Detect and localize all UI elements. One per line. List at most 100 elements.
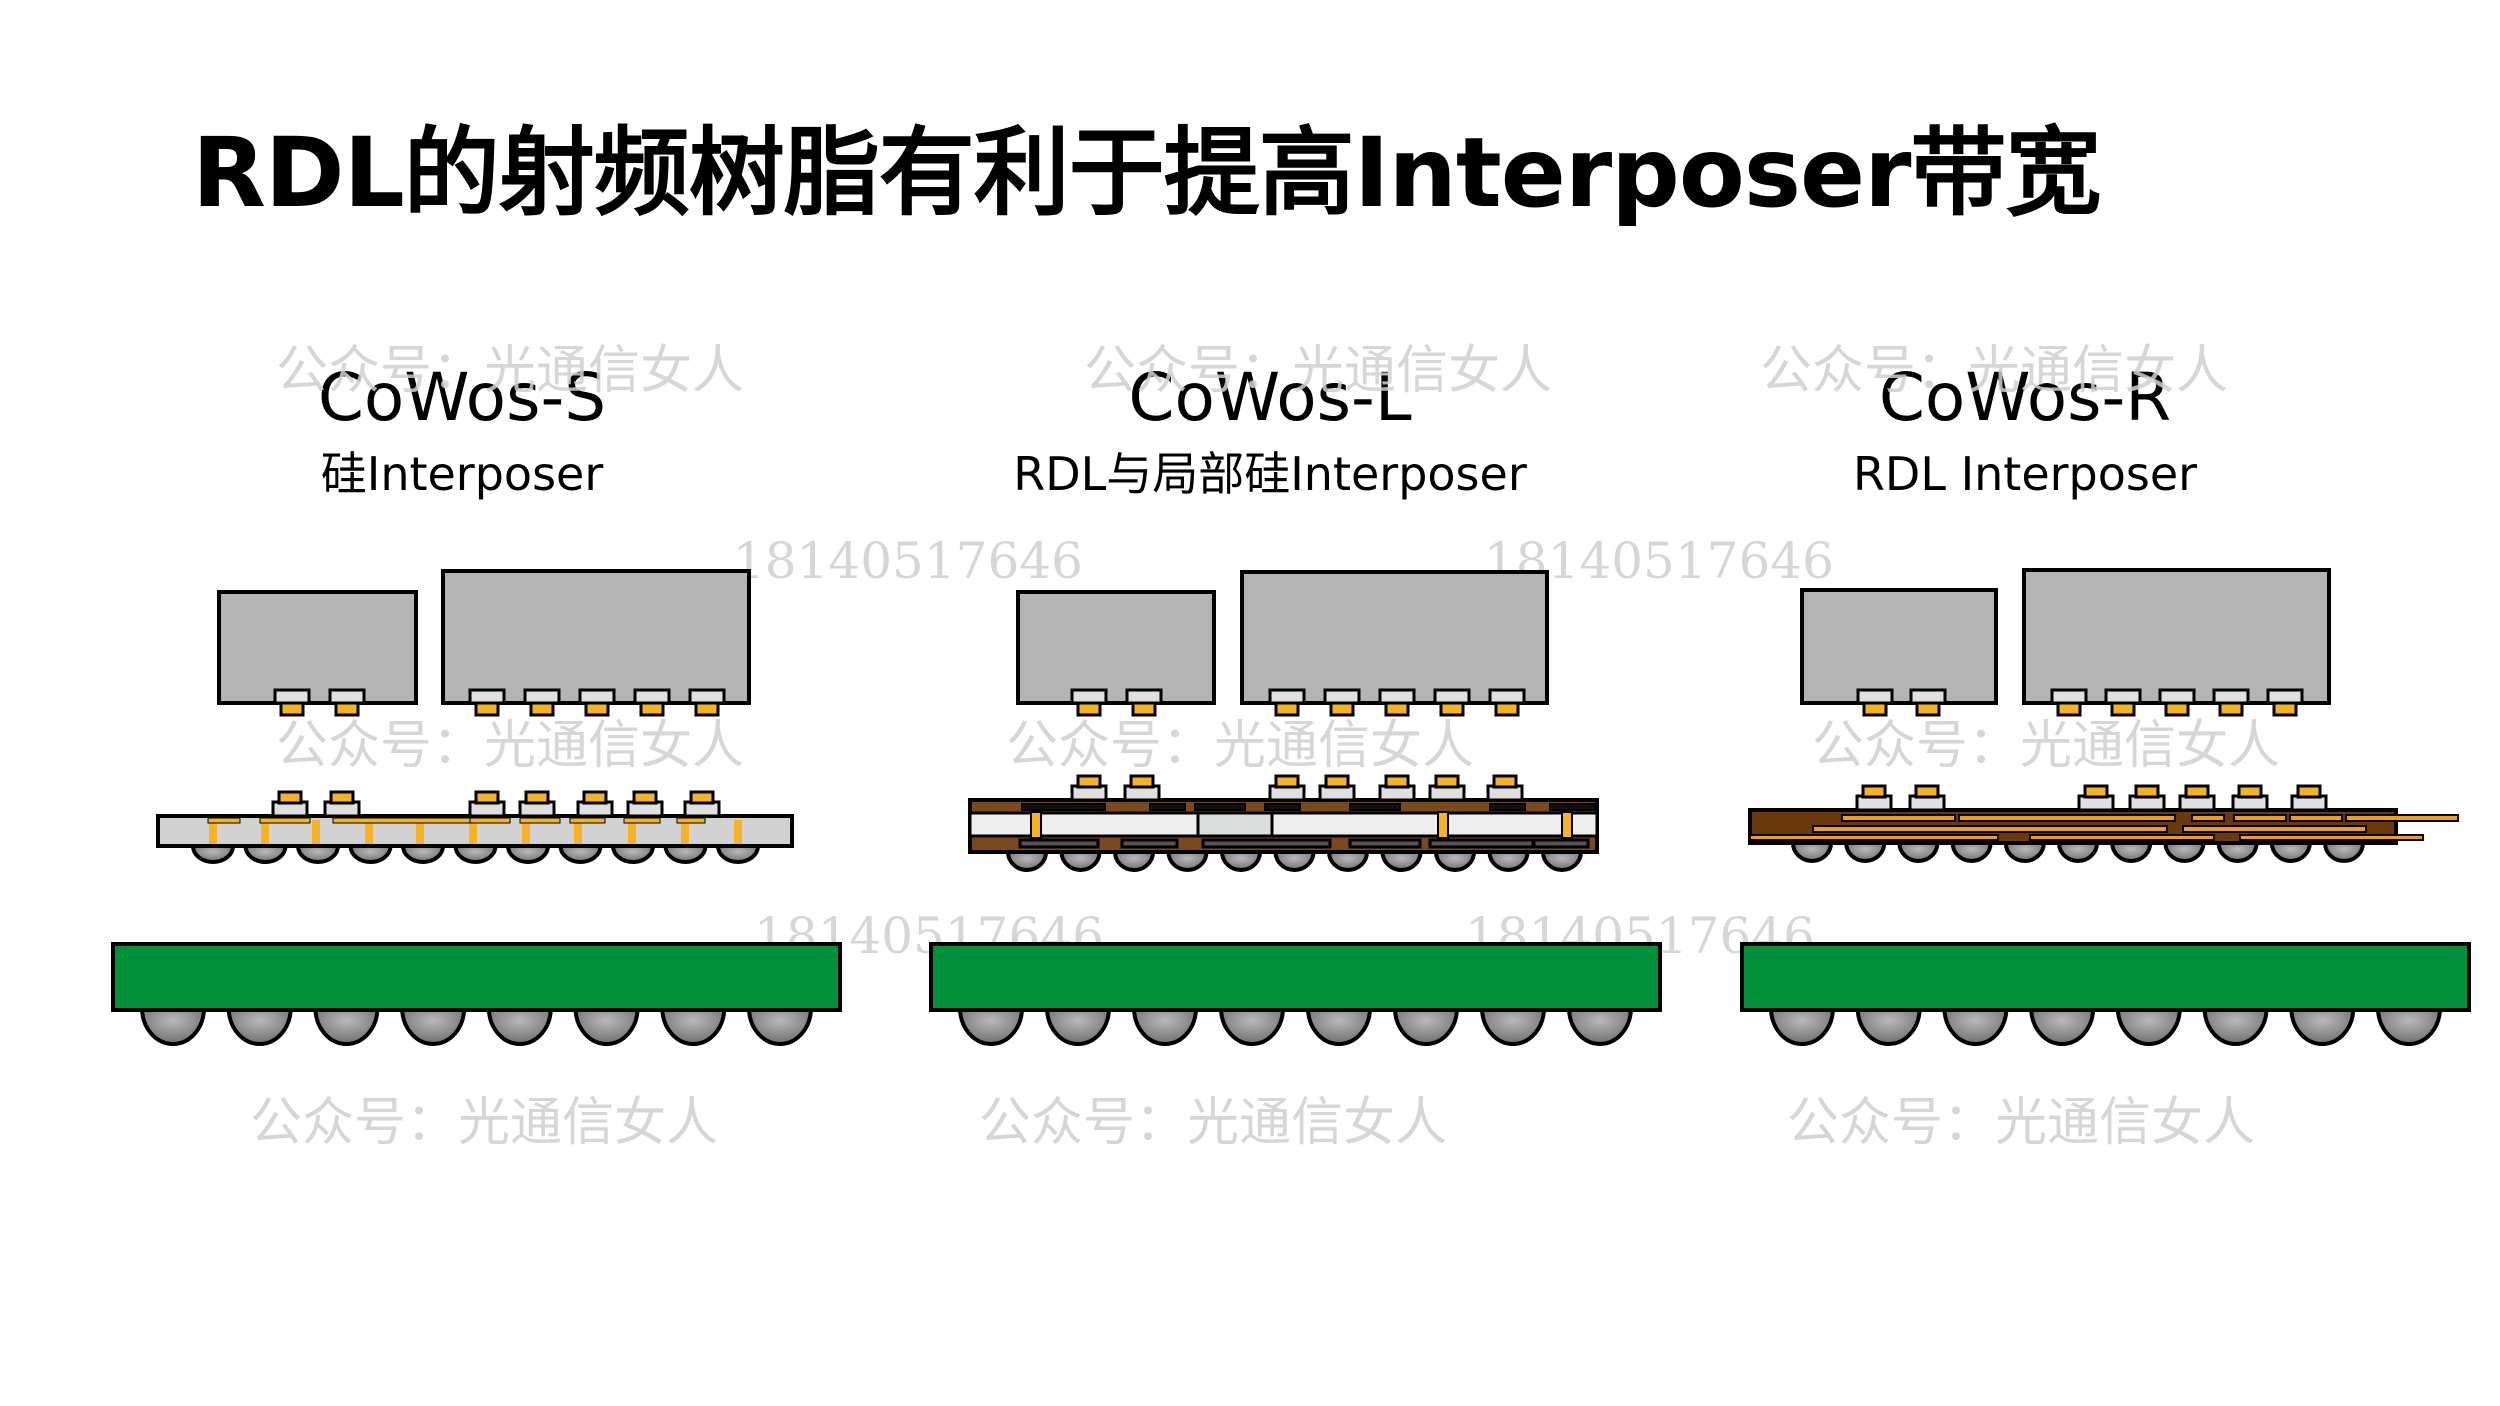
through-via [1030, 811, 1042, 839]
solder-ball [2216, 841, 2259, 863]
die-pad [633, 688, 671, 705]
micro-bump [2184, 784, 2210, 799]
die-pad [1909, 688, 1947, 705]
die-pad [1378, 688, 1416, 705]
micro-bump [1861, 784, 1887, 799]
die-pad [688, 688, 726, 705]
watermark-account: 公众号：光通信女人 [1787, 1093, 2255, 1153]
solder-ball [295, 844, 341, 864]
solder-ball [1380, 850, 1423, 872]
watermark-account: 公众号：光通信女人 [276, 341, 744, 401]
die-pad [2266, 688, 2304, 705]
die [1016, 590, 1216, 705]
micro-bump [2237, 784, 2263, 799]
micro-bump [474, 701, 500, 717]
solder-ball [486, 1006, 553, 1046]
tsv [261, 820, 269, 844]
micro-bump [329, 790, 355, 805]
micro-bump [1329, 701, 1355, 717]
package-cowos-r [1740, 568, 2471, 1046]
redistribution-trace [469, 817, 511, 824]
panel-subtitle: RDL与局部硅Interposer [1013, 447, 1527, 501]
watermark-account: 公众号：光通信女人 [1812, 716, 2280, 776]
micro-bump [632, 790, 658, 805]
watermark-layer: 公众号：光通信女人公众号：光通信女人公众号：光通信女人公众号：光通信女人公众号：… [250, 341, 2280, 1153]
solder-ball [1942, 1006, 2009, 1046]
panel-subtitle: RDL Interposer [1852, 447, 2198, 501]
slide-title: RDL的射频树脂有利于提高Interposer带宽 [192, 117, 2101, 229]
solder-ball [1005, 850, 1049, 872]
rdl-trace-bottom [1428, 838, 1535, 849]
rdl-trace-top [1349, 803, 1401, 811]
panel-title-cowos-r: CoWos-R RDL Interposer [1575, 358, 2475, 504]
rdl-trace-top [1194, 803, 1246, 811]
solder-ball [400, 844, 446, 864]
solder-ball [663, 844, 708, 864]
panel-subtitle: 硅Interposer [320, 447, 604, 501]
micro-bump [1384, 774, 1410, 789]
rdl-trace-layer-2 [2182, 825, 2367, 833]
micro-bump [1129, 774, 1155, 789]
micro-bump [2056, 701, 2082, 717]
tsv [312, 820, 320, 844]
micro-bump [582, 790, 608, 805]
micro-bump [1494, 701, 1520, 717]
micro-bump [1076, 701, 1102, 717]
through-via [1437, 811, 1449, 839]
solder-ball [1273, 850, 1316, 872]
die [441, 569, 751, 705]
solder-ball [660, 1006, 727, 1046]
solder-ball [1044, 1006, 1112, 1046]
micro-bump [694, 701, 720, 717]
watermark-account: 公众号：光通信女人 [276, 716, 744, 776]
tsv [681, 820, 689, 844]
die-pad [523, 688, 561, 705]
solder-ball [957, 1006, 1025, 1046]
package-substrate [1740, 942, 2471, 1012]
tsv [416, 820, 424, 844]
solder-ball [2289, 1006, 2356, 1046]
rdl-trace-layer-1 [1841, 814, 1956, 822]
solder-ball [190, 844, 236, 864]
solder-ball [1479, 1006, 1547, 1046]
solder-ball [313, 1006, 380, 1046]
solder-ball [1897, 841, 1940, 863]
micro-bump [277, 790, 303, 805]
micro-bump [2272, 701, 2298, 717]
solder-ball [1219, 850, 1263, 872]
solder-ball [453, 844, 498, 864]
die-pad [2104, 688, 2142, 705]
panel-title-cowos-l: CoWos-L RDL与局部硅Interposer [820, 358, 1720, 504]
solder-ball [1768, 1006, 1836, 1046]
rdl-trace-layer-3 [1749, 834, 1999, 841]
rdl-trace-layer-1 [2345, 814, 2459, 822]
tsv [734, 820, 742, 844]
rdl-trace-layer-1 [2233, 814, 2287, 822]
rdl-trace-top [1489, 803, 1526, 811]
through-via [1561, 811, 1573, 839]
micro-bump [639, 701, 665, 717]
micro-bump [1434, 774, 1460, 789]
redistribution-trace [332, 817, 491, 824]
solder-ball [1790, 841, 1834, 863]
micro-bump [474, 790, 500, 805]
redistribution-trace [259, 817, 311, 824]
rdl-trace-top [1021, 803, 1106, 811]
local-silicon-layer [968, 811, 1599, 838]
solder-ball [2202, 1006, 2269, 1046]
micro-bump [1492, 774, 1518, 789]
micro-bump [2134, 784, 2160, 799]
micro-bump [529, 701, 555, 717]
solder-ball [1540, 850, 1584, 872]
die-pad [2158, 688, 2196, 705]
micro-bump [1324, 774, 1350, 789]
die-pad [1488, 688, 1526, 705]
local-silicon-bridge [1196, 811, 1274, 838]
rdl-trace-top [1264, 803, 1301, 811]
micro-bump [2296, 784, 2322, 799]
die-pad [468, 688, 506, 705]
rdl-trace-layer-3 [2239, 834, 2424, 841]
solder-ball [1166, 850, 1209, 872]
package-substrate [929, 942, 1662, 1012]
tsv [574, 820, 582, 844]
